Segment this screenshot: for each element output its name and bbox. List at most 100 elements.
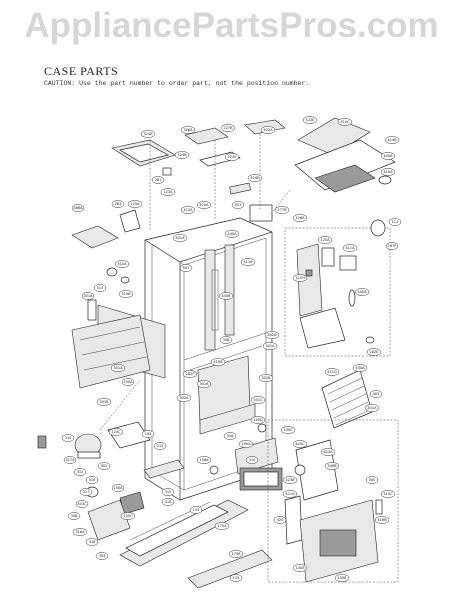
svg-text:303C: 303C bbox=[77, 502, 87, 506]
svg-text:324D: 324D bbox=[250, 176, 260, 180]
svg-text:123A: 123A bbox=[163, 190, 173, 194]
svg-text:401A: 401A bbox=[175, 236, 185, 240]
svg-text:301B: 301B bbox=[199, 382, 209, 386]
svg-text:227B: 227B bbox=[223, 126, 233, 130]
svg-text:418: 418 bbox=[165, 500, 173, 504]
svg-text:403: 403 bbox=[373, 392, 380, 396]
svg-text:416B: 416B bbox=[377, 518, 387, 522]
svg-text:310: 310 bbox=[165, 490, 173, 494]
svg-text:281: 281 bbox=[155, 178, 162, 182]
svg-text:303: 303 bbox=[99, 554, 106, 558]
svg-text:541C: 541C bbox=[253, 398, 263, 402]
svg-text:140D: 140D bbox=[253, 418, 263, 422]
svg-text:301A: 301A bbox=[83, 294, 93, 298]
svg-text:175B: 175B bbox=[231, 552, 241, 556]
svg-text:500: 500 bbox=[369, 478, 377, 482]
icemaker-group bbox=[284, 219, 391, 357]
svg-text:125A: 125A bbox=[130, 202, 140, 206]
svg-text:153: 153 bbox=[193, 508, 200, 512]
svg-text:310: 310 bbox=[65, 436, 73, 440]
svg-text:316A: 316A bbox=[75, 530, 85, 534]
svg-text:312: 312 bbox=[77, 470, 84, 474]
svg-text:126A: 126A bbox=[295, 216, 305, 220]
svg-text:420: 420 bbox=[277, 518, 285, 522]
svg-text:121H: 121H bbox=[295, 276, 305, 280]
svg-text:401A: 401A bbox=[367, 406, 377, 410]
svg-text:175A: 175A bbox=[217, 524, 227, 528]
dispenser-parts bbox=[234, 419, 399, 583]
svg-text:267F: 267F bbox=[388, 244, 397, 248]
svg-text:440A: 440A bbox=[227, 232, 237, 236]
svg-text:420A: 420A bbox=[199, 203, 209, 207]
svg-text:308: 308 bbox=[71, 514, 79, 518]
svg-text:277B: 277B bbox=[277, 208, 287, 212]
svg-text:310: 310 bbox=[249, 458, 257, 462]
svg-text:308: 308 bbox=[223, 338, 231, 342]
svg-text:415C: 415C bbox=[383, 492, 393, 496]
svg-text:405B: 405B bbox=[383, 154, 393, 158]
svg-text:282E: 282E bbox=[369, 350, 379, 354]
callout-labels: 324A 326A 227B 422A 322E 410C 414B 405B … bbox=[61, 116, 402, 582]
svg-text:317: 317 bbox=[83, 490, 90, 494]
svg-text:150A: 150A bbox=[113, 486, 123, 490]
svg-text:313: 313 bbox=[97, 286, 104, 290]
svg-text:326A: 326A bbox=[183, 128, 193, 132]
refrigerator-cabinet bbox=[144, 217, 273, 501]
svg-text:422A: 422A bbox=[263, 128, 273, 132]
svg-text:317A: 317A bbox=[65, 458, 75, 462]
svg-text:130A: 130A bbox=[295, 566, 305, 570]
svg-text:324B: 324B bbox=[177, 153, 187, 157]
svg-text:315B: 315B bbox=[121, 292, 131, 296]
svg-text:410C: 410C bbox=[340, 120, 350, 124]
svg-text:150A: 150A bbox=[123, 380, 133, 384]
evaporator-coil bbox=[321, 336, 375, 429]
svg-text:421A: 421A bbox=[285, 492, 295, 496]
svg-text:411D: 411D bbox=[327, 370, 337, 374]
svg-text:324E: 324E bbox=[227, 155, 237, 159]
svg-text:301A: 301A bbox=[113, 366, 123, 370]
svg-text:150C: 150C bbox=[123, 514, 133, 518]
svg-text:316: 316 bbox=[89, 478, 97, 482]
svg-text:318: 318 bbox=[227, 434, 235, 438]
svg-text:301B: 301B bbox=[99, 400, 109, 404]
svg-text:425C: 425C bbox=[295, 442, 305, 446]
watermark-logo: AppliancePartsPros.com bbox=[24, 6, 439, 45]
base-tray bbox=[87, 423, 273, 589]
diagram-title: CASE PARTS bbox=[44, 64, 119, 78]
svg-text:624A: 624A bbox=[323, 450, 333, 454]
svg-text:324A: 324A bbox=[143, 132, 153, 136]
svg-text:400A: 400A bbox=[357, 290, 367, 294]
svg-text:215: 215 bbox=[157, 444, 164, 448]
caution-note: CAUTION: Use the part number to order pa… bbox=[44, 80, 310, 87]
top-duct-assembly bbox=[269, 117, 396, 216]
svg-text:411B: 411B bbox=[243, 260, 253, 264]
svg-text:130C: 130C bbox=[283, 428, 293, 432]
svg-text:120A: 120A bbox=[320, 238, 330, 242]
svg-text:302A: 302A bbox=[179, 396, 189, 400]
svg-text:410A: 410A bbox=[383, 170, 393, 174]
svg-text:121: 121 bbox=[392, 220, 399, 224]
svg-text:414B: 414B bbox=[387, 138, 397, 142]
svg-text:423B: 423B bbox=[285, 478, 295, 482]
svg-text:302: 302 bbox=[101, 464, 108, 468]
svg-text:501: 501 bbox=[235, 203, 242, 207]
svg-text:123C: 123C bbox=[111, 430, 121, 434]
svg-text:115: 115 bbox=[233, 576, 240, 580]
svg-text:410B: 410B bbox=[213, 360, 223, 364]
svg-text:302B: 302B bbox=[261, 376, 271, 380]
svg-text:263: 263 bbox=[115, 202, 122, 206]
svg-text:282F: 282F bbox=[186, 372, 195, 376]
left-side-parts bbox=[71, 209, 166, 389]
svg-text:156A: 156A bbox=[199, 458, 209, 462]
svg-text:410A: 410A bbox=[117, 262, 127, 266]
svg-text:430A: 430A bbox=[355, 366, 365, 370]
svg-text:540B: 540B bbox=[327, 464, 337, 468]
svg-text:410A: 410A bbox=[183, 208, 193, 212]
svg-text:190A: 190A bbox=[241, 442, 251, 446]
svg-text:318: 318 bbox=[89, 540, 97, 544]
svg-text:282D: 282D bbox=[267, 333, 277, 337]
svg-text:322E: 322E bbox=[305, 118, 315, 122]
svg-text:301A: 301A bbox=[265, 344, 275, 348]
svg-text:411A: 411A bbox=[345, 246, 355, 250]
